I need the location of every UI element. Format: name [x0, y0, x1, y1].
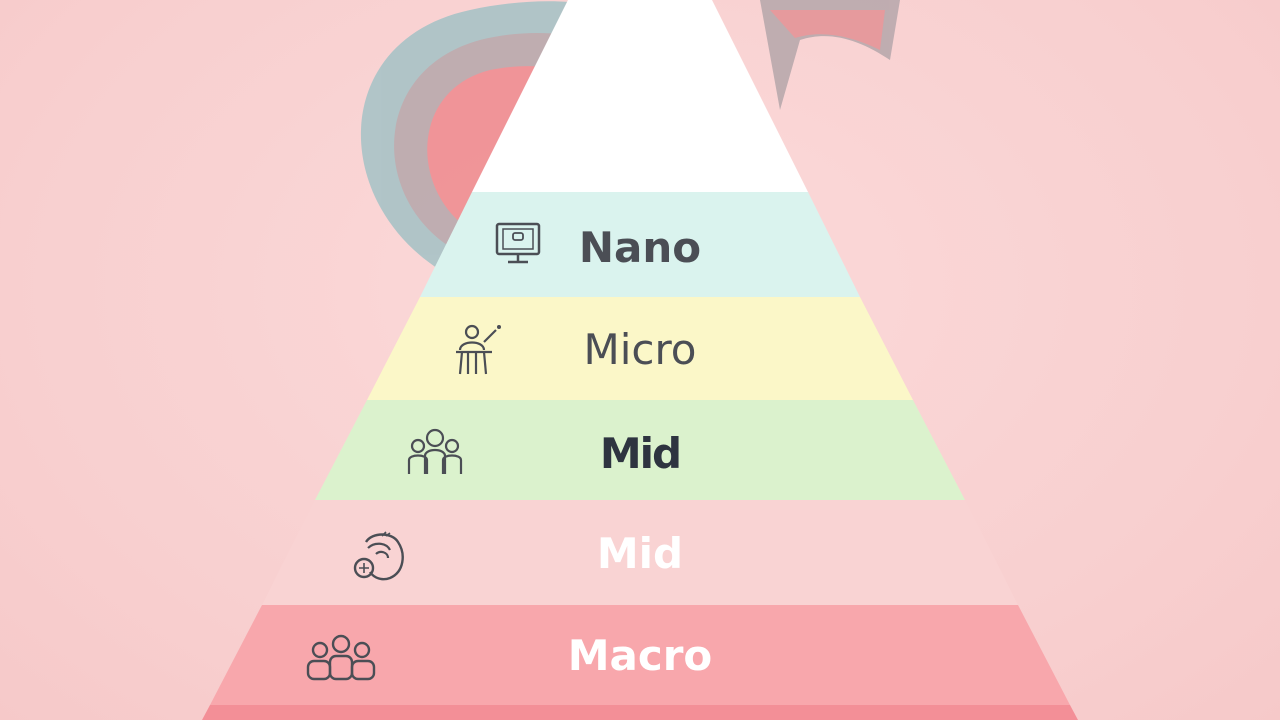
tier-label-nano: Nano	[578, 223, 702, 272]
pyramid-tier-micro	[367, 297, 913, 400]
monitor-icon	[494, 220, 544, 268]
pyramid-tier-mid-lower	[262, 500, 1018, 605]
pyramid-apex	[472, 0, 808, 192]
hands-heart-icon	[352, 528, 410, 584]
pyramid-tier-macro	[210, 605, 1070, 705]
group-icon	[406, 428, 464, 478]
pyramid-base	[202, 705, 1078, 720]
tier-label-mid-lower: Mid	[596, 529, 684, 578]
team-icon	[306, 634, 376, 682]
logo-ribbon-accent	[770, 10, 885, 50]
tier-label-macro: Macro	[567, 631, 713, 680]
tier-label-mid-upper: Mid	[599, 429, 682, 478]
person-presenting-icon	[452, 322, 504, 376]
pyramid-tier-mid-upper	[315, 400, 965, 500]
pyramid-tier-nano	[420, 192, 860, 297]
tier-label-micro: Micro	[583, 325, 697, 374]
